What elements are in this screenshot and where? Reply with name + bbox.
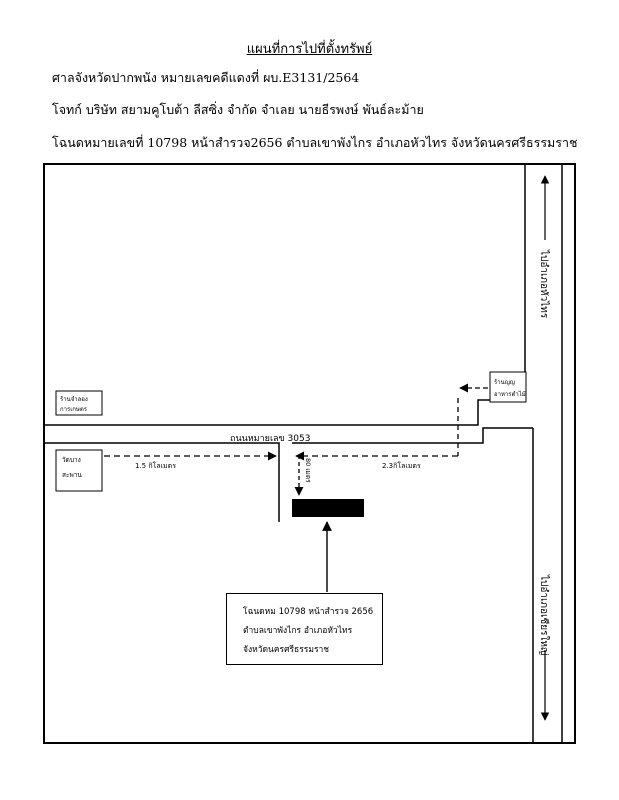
map-frame <box>43 163 576 744</box>
left-shop-name: ร้านจำลอง <box>60 396 88 403</box>
horizontal-road-lower-edge-right <box>292 427 533 444</box>
right-shop-name-2: อาหารตำไม้ <box>494 390 526 398</box>
road-label: ถนนหมายเลข 3053 <box>230 434 310 444</box>
info-line-1: โฉนดหม 10798 หน้าสำรวจ 2656 <box>243 607 374 617</box>
page-title: แผนที่การไปที่ตั้งทรัพย์ <box>246 42 373 57</box>
label-to-huasai: ไปอำเภอหัวไทร <box>538 249 550 319</box>
horizontal-road-upper-edge <box>44 399 525 426</box>
info-line-2: ตำบลเขาพังไกร อำเภอหัวไทร <box>243 626 353 636</box>
parties-line: โจทก์ บริษัท สยามคูโบต้า ลีสซิ่ง จำกัด จ… <box>52 102 424 117</box>
left-shop-box <box>55 390 103 416</box>
horizontal-road-lower-edge <box>44 442 280 522</box>
wat-name-2: สะพาน <box>62 471 82 479</box>
distance-down: 80 เมตร <box>304 458 312 483</box>
label-to-chian-yai: ไปอำเภอเชียรใหญ่ <box>538 574 550 655</box>
wat-box <box>55 449 103 492</box>
court-line: ศาลจังหวัดปากพนัง หมายเลขคดีแดงที่ ผบ.E3… <box>52 70 360 85</box>
wat-name: วัดบาง <box>62 456 81 464</box>
right-shop-name: ร้านญญ <box>494 379 515 386</box>
distance-right: 2.3กิโลเมตร <box>382 461 421 470</box>
right-shop-box <box>489 371 527 403</box>
property-info-box: โฉนดหม 10798 หน้าสำรวจ 2656 ตำบลเขาพังไก… <box>226 593 383 665</box>
deed-line: โฉนดหมายเลขที่ 10798 หน้าสำรวจ2656 ตำบลเ… <box>52 135 578 150</box>
info-line-3: จังหวัดนครศรีธรรมราช <box>243 645 330 655</box>
property-plot <box>292 499 364 517</box>
distance-left: 1.5 กิโลเมตร <box>135 461 176 470</box>
left-shop-name-2: การเกษตร <box>60 406 88 413</box>
